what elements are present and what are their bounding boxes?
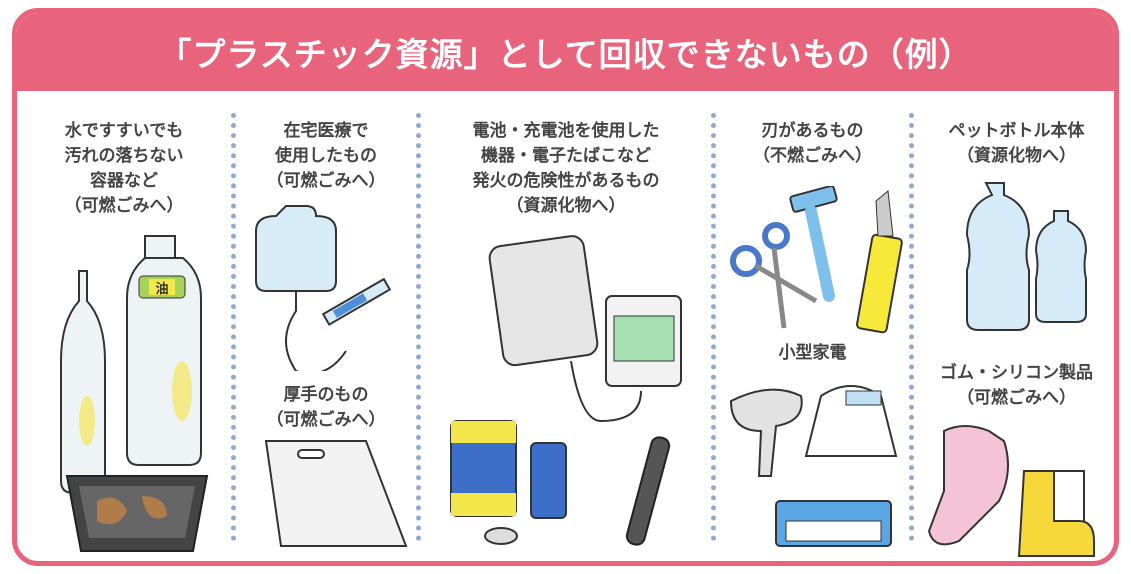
category-label: 刃があるもの （不燃ごみへ） [753,121,872,166]
column-blades: 刃があるもの （不燃ごみへ） 小型家電 [716,91,909,561]
pet-bottles-illustration [965,182,1088,331]
blades-illustration [730,186,903,334]
category-label: 在宅医療で 使用したもの （可燃ごみへ） [266,121,386,191]
cutting-board-illustration [264,440,408,547]
column-pet-bottles: ペットボトル本体 （資源化物へ） ゴム・シリコン製品 （可燃ごみへ） [914,91,1114,561]
column-divider [909,113,914,541]
poster-title: 「プラスチック資源」として回収できないもの（例） [158,35,973,74]
column-divider [231,113,236,541]
category-label-thick: 厚手のもの （可燃ごみへ） [266,385,386,430]
dirty-bottles-illustration: 油 [60,235,209,552]
column-batteries: 電池・充電池を使用した 機器・電子たばこなど 発火の危険性があるもの （資源化物… [421,91,711,561]
column-dirty-containers: 水ですすいでも 汚れの落ちない 容器など （可燃ごみへ） 油 [17,91,231,561]
poster-frame: 「プラスチック資源」として回収できないもの（例） 水ですすいでも 汚れの落ちない… [12,8,1119,566]
battery-devices-illustration [450,235,682,546]
category-label: 電池・充電池を使用した 機器・電子たばこなど 発火の危険性があるもの （資源化物… [472,121,660,216]
header-banner: 「プラスチック資源」として回収できないもの（例） [17,13,1114,91]
category-label-rubber: ゴム・シリコン製品 （可燃ごみへ） [940,363,1093,408]
iv-bag-syringe-illustration [255,205,392,371]
rubber-products-illustration [927,425,1095,557]
category-label: ペットボトル本体 （資源化物へ） [948,121,1085,166]
small-appliances-illustration [729,385,898,547]
oil-label: 油 [155,281,168,297]
column-divider [711,113,716,541]
category-label: 水ですすいでも 汚れの落ちない 容器など （可燃ごみへ） [64,121,184,216]
column-home-medical: 在宅医療で 使用したもの （可燃ごみへ） 厚手のもの （可燃ごみへ） [236,91,416,561]
column-divider [416,113,421,541]
category-label-small-appliances: 小型家電 [778,343,847,363]
